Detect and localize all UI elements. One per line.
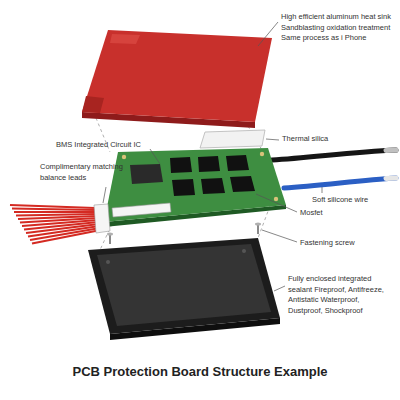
part-label: Thermal silica [282, 134, 382, 145]
part-label: Fully enclosed integrated sealant Firepr… [288, 274, 396, 316]
part-label: Soft silicone wire [312, 195, 396, 206]
balance-leads [10, 204, 110, 244]
sealed-enclosure [88, 238, 280, 340]
heat-sink-lid [82, 30, 272, 128]
figure-caption: PCB Protection Board Structure Example [0, 364, 400, 379]
part-label: Complimentary matching balance leads [40, 162, 140, 183]
part-label: Mosfet [300, 208, 380, 219]
silicone-wire [272, 150, 396, 188]
part-label: BMS Integrated Circuit IC [56, 140, 166, 151]
pcb-board [104, 148, 286, 227]
part-label: High efficient aluminum heat sink Sandbl… [281, 12, 395, 44]
thermal-pad [200, 130, 265, 148]
part-label: Fastening screw [300, 238, 392, 249]
leader-line [103, 22, 322, 291]
